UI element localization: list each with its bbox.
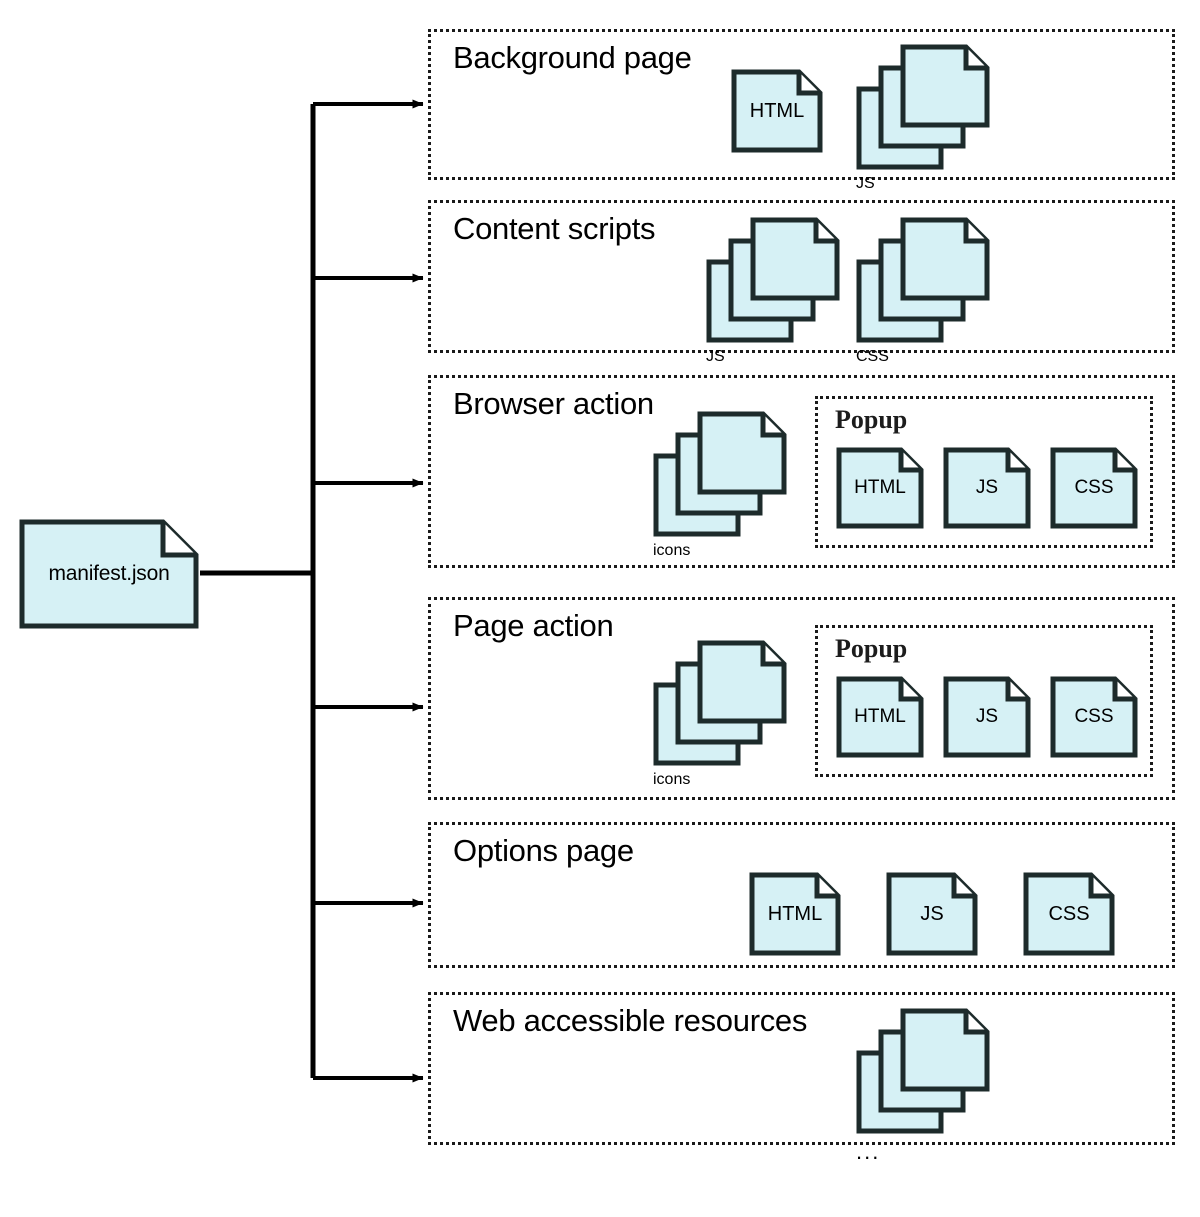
doc-html[interactable]: HTML <box>836 447 924 529</box>
document-icon <box>19 519 199 629</box>
document-icon <box>1050 676 1138 758</box>
doc-js[interactable]: JS <box>886 872 978 956</box>
doc-label: CSS <box>856 348 889 365</box>
document-icon <box>943 447 1031 529</box>
document-icon <box>749 872 841 956</box>
doc-html[interactable]: HTML <box>836 676 924 758</box>
section-title-content-scripts: Content scripts <box>453 211 656 246</box>
document-stack-icon <box>856 44 990 170</box>
document-stack-icon <box>706 217 840 343</box>
document-icon <box>731 69 823 153</box>
document-icon <box>836 676 924 758</box>
section-options-page[interactable]: Options page HTML JS CSS <box>428 822 1175 968</box>
doc-css[interactable]: CSS <box>1023 872 1115 956</box>
document-icon <box>943 676 1031 758</box>
section-title-background-page: Background page <box>453 40 692 75</box>
document-stack-icon <box>856 1008 990 1134</box>
section-title-page-action: Page action <box>453 608 614 643</box>
manifest-json-document[interactable]: manifest.json <box>18 518 200 630</box>
popup-title: Popup <box>832 634 911 664</box>
document-icon <box>886 872 978 956</box>
doc-css[interactable]: CSS <box>1050 447 1138 529</box>
manifest-json-label: manifest.json <box>48 562 170 585</box>
doc-label: ... <box>856 1139 881 1164</box>
section-title-web-accessible-resources: Web accessible resources <box>453 1003 808 1038</box>
document-stack-icon <box>856 217 990 343</box>
doc-stack-icons[interactable]: icons <box>653 411 788 559</box>
doc-js[interactable]: JS <box>943 676 1031 758</box>
section-page-action[interactable]: Page action icons Popup HTML <box>428 597 1175 800</box>
section-content-scripts[interactable]: Content scripts JS CSS <box>428 200 1175 365</box>
document-icon <box>1023 872 1115 956</box>
doc-stack-js[interactable]: JS <box>856 44 991 192</box>
document-icon <box>1050 447 1138 529</box>
doc-css[interactable]: CSS <box>1050 676 1138 758</box>
doc-js[interactable]: JS <box>943 447 1031 529</box>
doc-stack-icons[interactable]: icons <box>653 640 788 788</box>
popup-box-browser-action[interactable]: Popup HTML JS CSS <box>815 396 1153 548</box>
doc-label: JS <box>706 348 725 365</box>
section-title-browser-action: Browser action <box>453 386 654 421</box>
doc-label: icons <box>653 771 691 788</box>
doc-label: JS <box>856 175 875 192</box>
doc-stack-js[interactable]: JS <box>706 217 841 365</box>
doc-stack-css[interactable]: CSS <box>856 217 991 365</box>
section-title-options-page: Options page <box>453 833 634 868</box>
document-icon <box>836 447 924 529</box>
popup-title: Popup <box>832 405 911 435</box>
document-stack-icon <box>653 411 787 537</box>
doc-label: icons <box>653 542 691 559</box>
doc-html[interactable]: HTML <box>731 69 823 153</box>
document-stack-icon <box>653 640 787 766</box>
section-web-accessible-resources[interactable]: Web accessible resources ... <box>428 992 1175 1164</box>
section-browser-action[interactable]: Browser action icons Popup HTML <box>428 375 1175 568</box>
popup-box-page-action[interactable]: Popup HTML JS CSS <box>815 625 1153 777</box>
doc-html[interactable]: HTML <box>749 872 841 956</box>
doc-stack-other-resources[interactable]: ... <box>856 1008 991 1164</box>
section-background-page[interactable]: Background page HTML JS <box>428 29 1175 192</box>
